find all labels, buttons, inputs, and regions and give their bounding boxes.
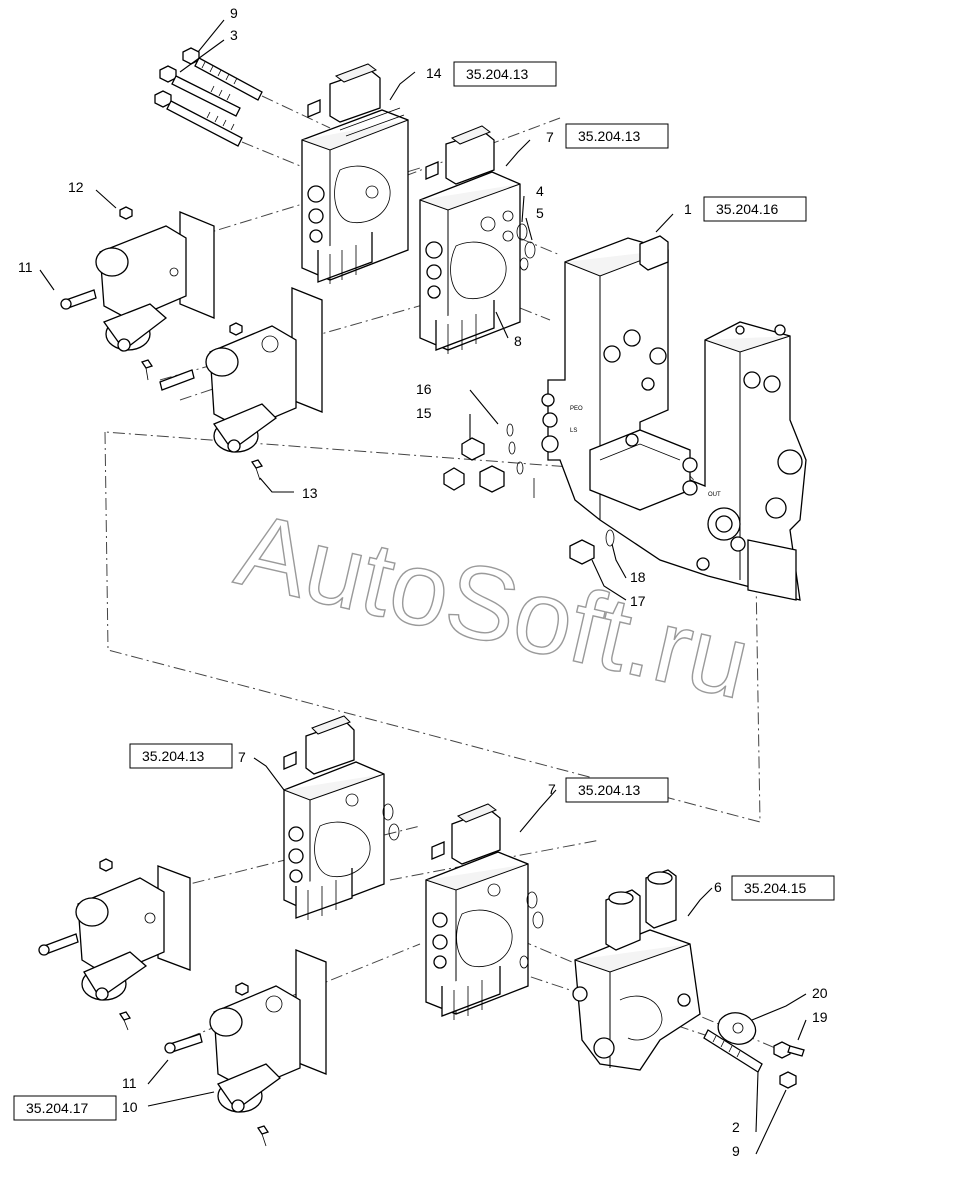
callout-18: 18 [630, 569, 646, 585]
port-mark-peo: PEO [570, 406, 583, 412]
callout-11-top: 11 [18, 259, 33, 275]
ref-box-7-bottom-right[interactable]: 35.204.13 [565, 777, 669, 803]
callout-19: 19 [812, 1009, 828, 1025]
callout-16: 16 [416, 381, 432, 397]
actuator-upper-left [60, 206, 215, 381]
callout-5: 5 [536, 205, 544, 221]
leader-lines [39, 19, 807, 1155]
callout-1: 1 [684, 201, 692, 217]
callout-7-bottom-left: 7 [238, 749, 246, 765]
callout-10: 10 [122, 1099, 138, 1115]
callout-8: 8 [514, 333, 522, 349]
plugs-and-seals [443, 423, 615, 565]
ref-box-1[interactable]: 35.204.16 [703, 196, 807, 222]
main-valve-housing-1: PEO LS OUT [533, 235, 807, 601]
ref-1-text: 35.204.16 [716, 201, 778, 217]
callout-20: 20 [812, 985, 828, 1001]
port-mark-out: OUT [708, 492, 721, 498]
port-mark-ls: LS [570, 428, 577, 434]
actuator-lower-left [38, 858, 191, 1031]
callout-15: 15 [416, 405, 432, 421]
ref-7-bottom-left-text: 35.204.13 [142, 748, 204, 764]
valve-section-14 [301, 63, 409, 284]
callout-2: 2 [732, 1119, 740, 1135]
ref-14-text: 35.204.13 [466, 66, 528, 82]
callout-11-bottom: 11 [122, 1075, 137, 1091]
callout-numbers: 9 3 14 7 4 5 1 12 11 8 16 15 13 18 17 7 … [18, 5, 828, 1159]
callout-3: 3 [230, 27, 238, 43]
stud-bolts-bottom [703, 1012, 805, 1089]
callout-9-bottom: 9 [732, 1143, 740, 1159]
callout-14: 14 [426, 65, 442, 81]
valve-section-7-bottom-left [283, 715, 400, 920]
ref-6-text: 35.204.15 [744, 880, 806, 896]
ref-10-text: 35.204.17 [26, 1100, 88, 1116]
actuator-lower-10 [164, 949, 327, 1147]
ref-box-7-bottom-left[interactable]: 35.204.13 [129, 743, 233, 769]
callout-17: 17 [630, 593, 646, 609]
callout-7-bottom-right: 7 [548, 781, 556, 797]
valve-section-7-bottom-right [425, 803, 544, 1020]
ref-box-7-top[interactable]: 35.204.13 [565, 123, 669, 149]
callout-9-top: 9 [230, 5, 238, 21]
ref-box-6[interactable]: 35.204.15 [731, 875, 835, 901]
callout-4: 4 [536, 183, 544, 199]
o-rings-4-5 [516, 223, 536, 271]
callout-6: 6 [714, 879, 722, 895]
callout-12: 12 [68, 179, 84, 195]
ref-box-14[interactable]: 35.204.13 [453, 61, 557, 87]
valve-section-7-top [419, 125, 521, 354]
callout-13: 13 [302, 485, 318, 501]
end-cover-6 [572, 869, 701, 1071]
callout-7-top: 7 [546, 129, 554, 145]
ref-7-top-text: 35.204.13 [578, 128, 640, 144]
ref-box-10[interactable]: 35.204.17 [13, 1095, 117, 1121]
ref-7-bottom-right-text: 35.204.13 [578, 782, 640, 798]
actuator-middle-13 [159, 287, 323, 481]
stud-bolts-top [154, 47, 263, 147]
